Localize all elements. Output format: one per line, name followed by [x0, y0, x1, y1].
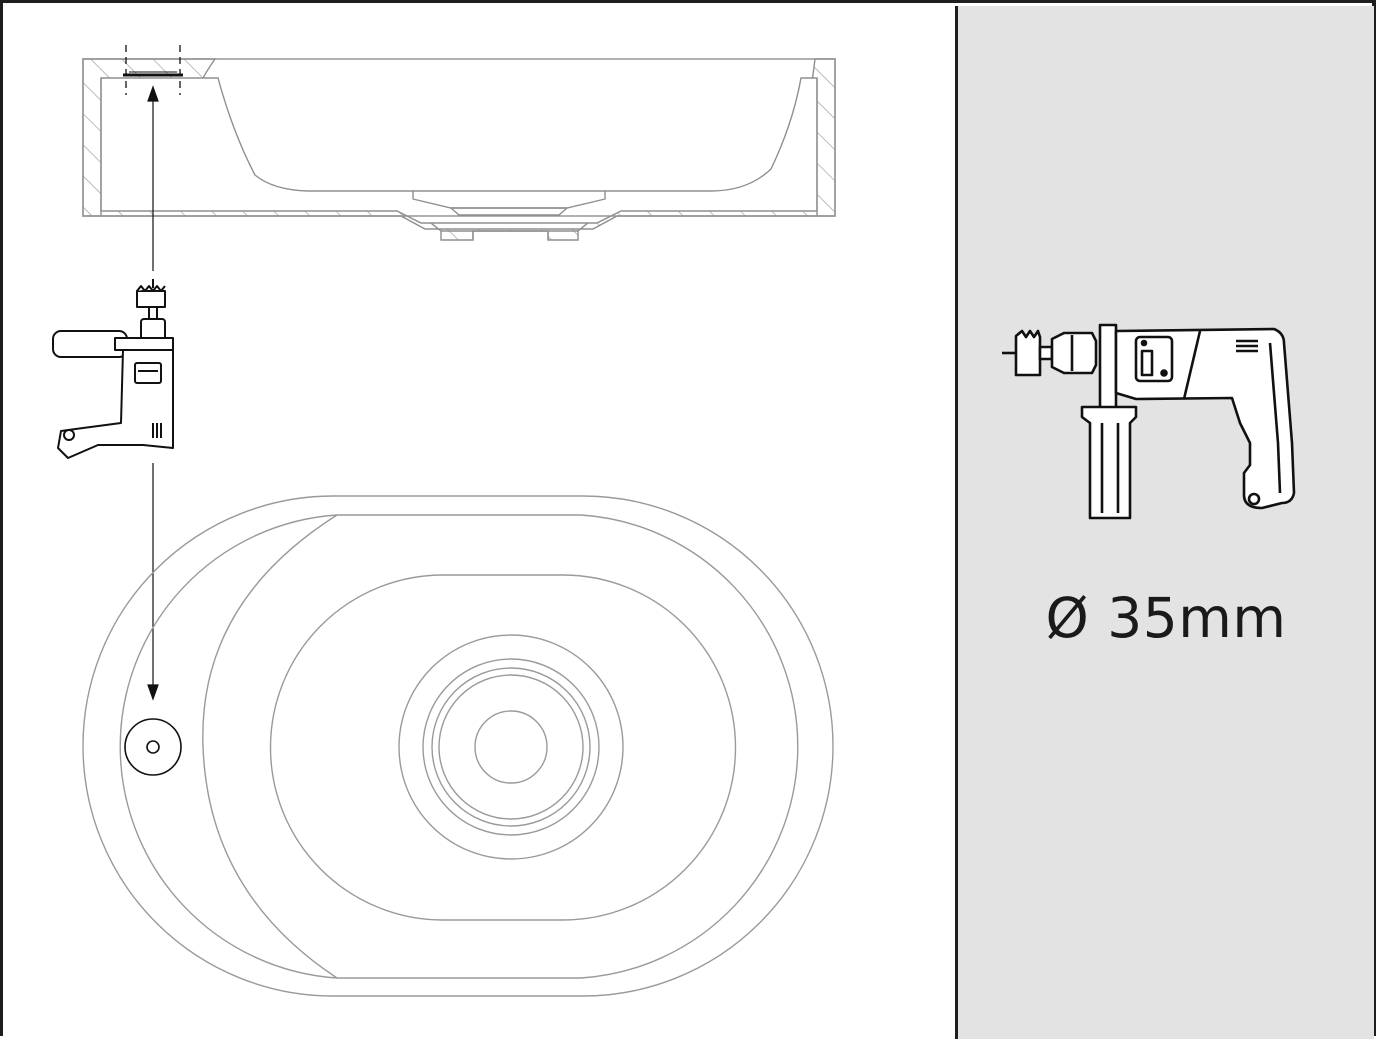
hole-diameter-label: Ø 35mm — [1045, 586, 1287, 650]
drain-ring-3 — [431, 667, 591, 827]
drain-section — [413, 190, 605, 240]
drain-ring-2 — [422, 658, 600, 836]
drill-small-icon — [52, 279, 174, 459]
drain-center — [474, 710, 548, 784]
basin-section-outline — [82, 58, 836, 217]
tap-hole-section-marker — [123, 45, 183, 95]
basin-drawing — [52, 45, 836, 997]
drill-large-icon — [1002, 323, 1296, 520]
arrow-down — [147, 463, 159, 701]
basin-top-inner-rim — [119, 514, 799, 979]
basin-top-deck-edge — [202, 514, 338, 979]
drain-outer-ring — [398, 634, 624, 860]
basin-top-view — [82, 495, 834, 997]
basin-section-cavity — [100, 77, 818, 224]
tap-hole-top-view — [124, 718, 182, 776]
arrow-up — [147, 85, 159, 271]
basin-top-outer-rim — [82, 495, 834, 997]
basin-drawing-panel — [6, 6, 952, 1039]
drain-ring-4 — [438, 674, 584, 820]
basin-top-bowl — [269, 574, 737, 921]
basin-cross-section — [82, 58, 836, 241]
drill-spec-panel: Ø 35mm — [955, 6, 1374, 1039]
